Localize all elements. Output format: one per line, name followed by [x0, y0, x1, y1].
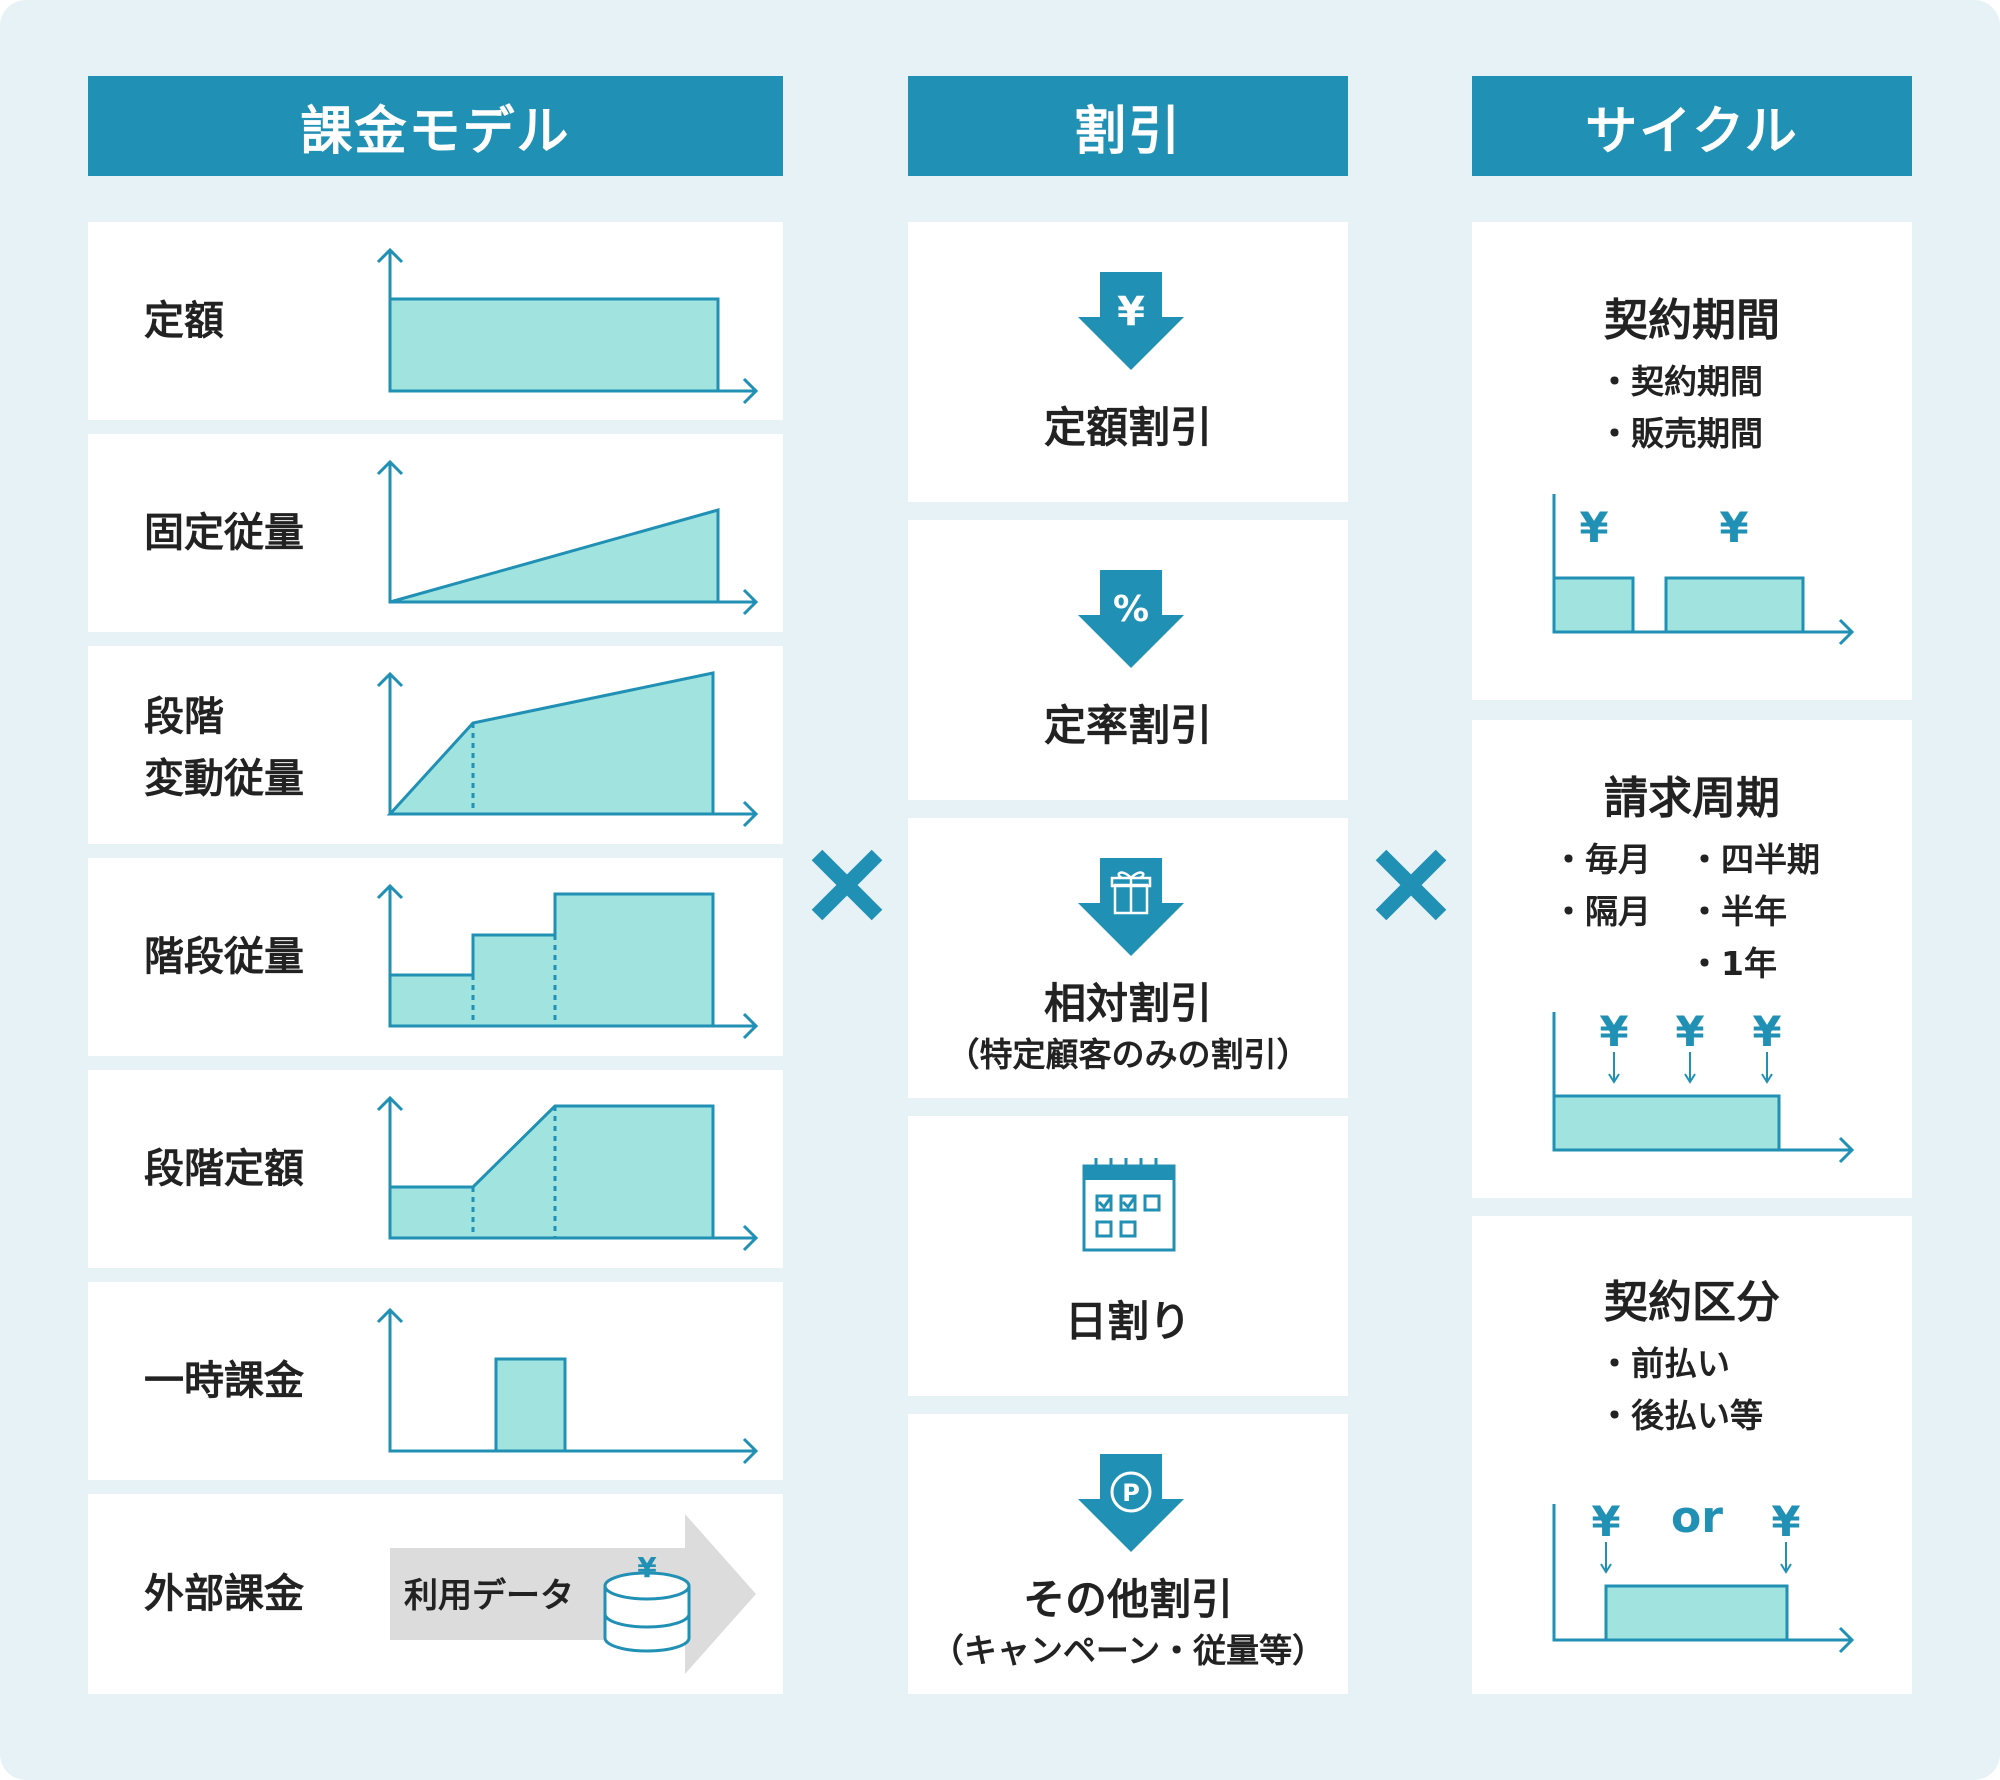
bullet-item: 半年: [1688, 885, 1787, 933]
bullet-item: 1年: [1688, 937, 1777, 985]
percent-down-arrow-icon: %: [1078, 570, 1184, 668]
discount-card-relative: 相対割引 （特定顧客のみの割引）: [908, 818, 1348, 1098]
model-card-tiered-flat: 段階定額: [88, 1070, 783, 1268]
coin-stack-icon: [603, 1571, 691, 1653]
model-card-external: 外部課金 利用データ ¥: [88, 1494, 783, 1694]
point-down-arrow-icon: P: [1078, 1454, 1184, 1552]
cycle-card-contract-type: 契約区分 前払い 後払い等 ¥ or ¥: [1472, 1216, 1912, 1694]
bullet-item: 前払い: [1598, 1337, 1730, 1385]
coin-yen-symbol: ¥: [637, 1551, 657, 1584]
model-label: 外部課金: [144, 1571, 304, 1617]
bullet-item: 四半期: [1688, 833, 1820, 881]
external-billing-graphic: 利用データ ¥: [390, 1514, 756, 1674]
svg-text:¥: ¥: [1719, 503, 1748, 552]
model-card-fixed-usage: 固定従量: [88, 434, 783, 632]
bullet-item: 後払い等: [1598, 1389, 1763, 1437]
svg-text:¥: ¥: [1117, 289, 1145, 335]
discount-title: その他割引: [1022, 1575, 1233, 1624]
model-card-one-time: 一時課金: [88, 1282, 783, 1480]
arrow-text: 利用データ: [404, 1576, 574, 1616]
bullet-item: 契約期間: [1598, 355, 1763, 403]
discount-title: 日割り: [1064, 1297, 1191, 1346]
bullet-item: 隔月: [1552, 885, 1651, 933]
contract-type-chart: ¥ or ¥: [1552, 1492, 1855, 1654]
model-label: 固定従量: [144, 510, 304, 556]
one-time-chart: [376, 1307, 759, 1465]
flat-rate-chart: [376, 247, 759, 405]
discount-card-other: P その他割引 （キャンペーン・従量等）: [908, 1414, 1348, 1694]
discount-card-rate: % 定率割引: [908, 520, 1348, 800]
svg-text:¥: ¥: [1579, 503, 1608, 552]
discount-title: 定額割引: [1043, 403, 1212, 452]
or-label: or: [1671, 1492, 1723, 1543]
model-card-tiered-variable: 段階変動従量: [88, 646, 783, 844]
cycle-title: 契約期間: [1604, 295, 1780, 346]
svg-text:¥: ¥: [1771, 1497, 1800, 1546]
billing-cycle-chart: ¥ ¥ ¥: [1552, 1007, 1855, 1164]
discount-title: 定率割引: [1043, 701, 1212, 750]
cycle-title: 契約区分: [1604, 1277, 1780, 1328]
tiered-variable-chart: [376, 671, 759, 828]
contract-period-chart: ¥ ¥: [1552, 494, 1855, 646]
svg-text:¥: ¥: [1591, 1497, 1620, 1546]
svg-text:¥: ¥: [1599, 1007, 1628, 1056]
discount-subtitle: （キャンペーン・従量等）: [930, 1631, 1326, 1670]
step-usage-chart: [376, 883, 759, 1040]
model-label: 階段従量: [144, 934, 304, 980]
multiply-icon: [811, 849, 883, 921]
model-label: 一時課金: [144, 1358, 304, 1404]
svg-text:%: %: [1113, 589, 1149, 630]
bullet-item: 毎月: [1552, 833, 1651, 881]
yen-down-arrow-icon: ¥: [1078, 272, 1184, 370]
cycle-card-contract-period: 契約期間 契約期間 販売期間 ¥ ¥: [1472, 222, 1912, 700]
svg-text:¥: ¥: [1752, 1007, 1781, 1056]
svg-text:¥: ¥: [1675, 1007, 1704, 1056]
tiered-flat-chart: [376, 1095, 759, 1252]
header-billing-model: 課金モデル: [88, 76, 783, 176]
multiply-icon: [1375, 849, 1447, 921]
fixed-usage-chart: [376, 459, 759, 616]
svg-text:P: P: [1122, 1479, 1140, 1507]
discount-card-flat: ¥ 定額割引: [908, 222, 1348, 502]
calendar-icon: [1082, 1158, 1176, 1252]
header-cycle: サイクル: [1472, 76, 1912, 176]
gift-down-arrow-icon: [1078, 858, 1184, 956]
model-label: 定額: [144, 298, 224, 344]
bullet-item: 販売期間: [1598, 407, 1763, 455]
model-label: 段階変動従量: [144, 694, 304, 802]
cycle-title: 請求周期: [1604, 773, 1780, 824]
model-card-flat: 定額: [88, 222, 783, 420]
discount-card-prorated: 日割り: [908, 1116, 1348, 1396]
header-discount: 割引: [908, 76, 1348, 176]
discount-title: 相対割引: [1043, 979, 1212, 1028]
model-label: 段階定額: [144, 1146, 304, 1192]
cycle-card-billing-cycle: 請求周期 毎月 隔月 四半期 半年 1年 ¥ ¥ ¥: [1472, 720, 1912, 1198]
model-card-step-usage: 階段従量: [88, 858, 783, 1056]
discount-subtitle: （特定顧客のみの割引）: [946, 1035, 1310, 1074]
